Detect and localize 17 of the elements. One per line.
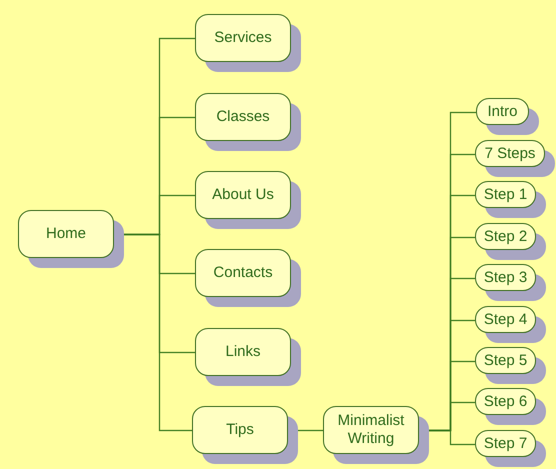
node-label: Step 4 — [484, 310, 528, 328]
node-label: Intro — [487, 102, 518, 120]
node-label: Step 6 — [484, 392, 528, 410]
node-label: Contacts — [213, 264, 273, 282]
node-label: About Us — [212, 186, 274, 204]
node-label: Step 3 — [484, 268, 528, 286]
node-label: Links — [225, 343, 261, 361]
node-label: Step 7 — [484, 434, 528, 452]
node-label: Services — [214, 29, 272, 47]
node-label: Step 5 — [484, 352, 528, 370]
node-label: Tips — [226, 421, 254, 439]
node-label: 7 Steps — [484, 144, 536, 162]
node-label: Minimalist Writing — [336, 412, 406, 448]
node-label: Step 1 — [484, 186, 528, 204]
node-label: Classes — [216, 108, 270, 126]
node-label: Step 2 — [484, 228, 528, 246]
node-label: Home — [46, 225, 86, 243]
